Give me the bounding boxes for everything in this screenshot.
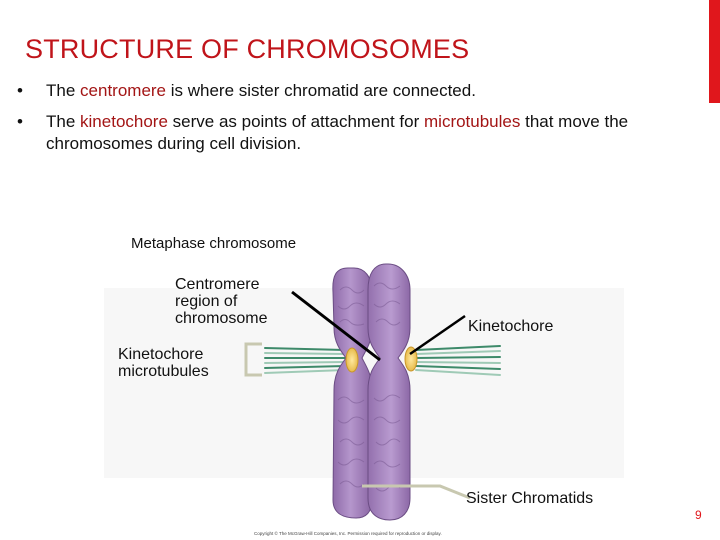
- label-line: Kinetochore: [118, 346, 204, 363]
- bullet-centromere: • The centromere is where sister chromat…: [17, 80, 697, 102]
- right-chromatid: [367, 263, 411, 521]
- label-kinetochore: Kinetochore: [468, 318, 554, 335]
- copyright-notice: Copyright © The McGraw-Hill Companies, I…: [254, 531, 442, 536]
- slide-title: STRUCTURE OF CHROMOSOMES: [25, 34, 470, 64]
- label-centromere-region: Centromere region of chromosome: [175, 276, 267, 327]
- term-microtubules: microtubules: [424, 112, 521, 131]
- label-kinetochore-microtubules: Kinetochore microtubules: [118, 346, 209, 380]
- microtubules-left: [264, 347, 346, 374]
- sister-chromatids-pointer: [362, 484, 471, 500]
- term-kinetochore: kinetochore: [80, 112, 168, 131]
- microtubule-bracket: [244, 342, 262, 377]
- page-number: 9: [695, 508, 702, 522]
- bullet-text: The: [46, 81, 81, 100]
- label-line: microtubules: [118, 363, 209, 380]
- microtubules-right: [415, 345, 501, 376]
- bullet-kinetochore: • The kinetochore serve as points of att…: [17, 111, 697, 155]
- bullet-marker: •: [17, 112, 23, 131]
- bullet-marker: •: [17, 81, 23, 100]
- label-line: region of: [175, 293, 238, 310]
- term-centromere: centromere: [80, 81, 167, 100]
- bullet-text: that move the chromosomes during cell di…: [46, 112, 629, 153]
- centromere-pointer: [291, 290, 381, 362]
- kinetochore-left: [345, 347, 359, 373]
- figure-title: Metaphase chromosome: [131, 235, 297, 252]
- kinetochore-pointer: [409, 314, 466, 356]
- bullet-list: • The centromere is where sister chromat…: [17, 80, 697, 164]
- kinetochore-right: [404, 346, 418, 372]
- label-sister-chromatids: Sister Chromatids: [466, 490, 594, 507]
- bullet-text: is where sister chromatid are connected.: [166, 81, 476, 100]
- bullet-text: The: [46, 112, 81, 131]
- bullet-text: serve as points of attachment for: [167, 112, 424, 131]
- left-chromatid: [332, 267, 373, 519]
- label-line: chromosome: [175, 310, 268, 327]
- label-line: Centromere: [175, 276, 260, 293]
- accent-bar: [709, 0, 720, 103]
- chromatin-texture: [337, 282, 401, 492]
